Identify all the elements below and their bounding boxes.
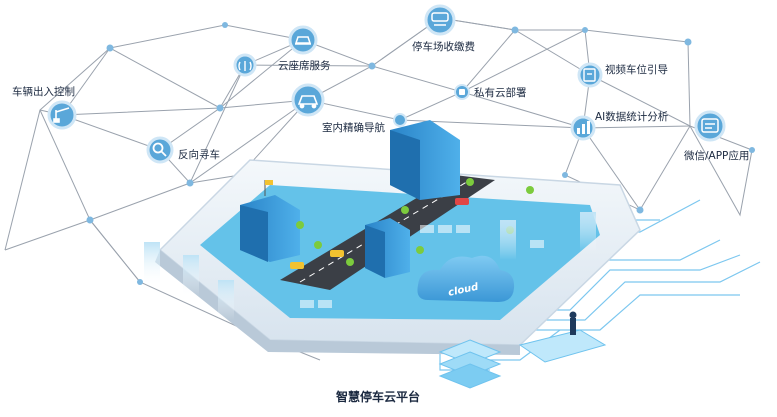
phone-user xyxy=(518,311,607,363)
diagram-title: 智慧停车云平台 xyxy=(335,389,420,404)
node-label: AI数据统计分析 xyxy=(595,110,669,123)
private-cloud-icon xyxy=(459,89,465,95)
node-vehicle: 车辆出入控制 xyxy=(12,85,77,130)
cloud-server: cloud xyxy=(417,255,607,389)
node-indoor: 室内精确导航 xyxy=(291,83,385,134)
network-junctions xyxy=(86,22,755,285)
node-video: 视频车位引导 xyxy=(577,62,668,88)
node-label: 视频车位引导 xyxy=(605,63,668,76)
node-label: 微信/APP应用 xyxy=(684,149,749,162)
node-payment: 停车场收缴费 xyxy=(412,4,475,53)
node-label: 车辆出入控制 xyxy=(12,85,75,98)
antenna-icon xyxy=(238,61,252,71)
barrier-gate-icon xyxy=(53,107,70,123)
car-service-icon xyxy=(294,36,312,45)
navigation-car-icon xyxy=(297,95,319,109)
bar-chart-icon xyxy=(577,121,590,134)
node-small xyxy=(393,113,407,127)
node-label: 室内精确导航 xyxy=(322,121,385,134)
search-icon xyxy=(152,142,167,157)
trees xyxy=(296,178,534,266)
node-antenna xyxy=(233,53,257,77)
node-label: 云座席服务 xyxy=(278,59,331,72)
node-wechat: 微信/APP应用 xyxy=(684,110,749,162)
node-label: 停车场收缴费 xyxy=(412,40,475,53)
node-ai: AI数据统计分析 xyxy=(570,110,669,141)
node-cloudseat: 云座席服务 xyxy=(278,25,331,72)
server-stack xyxy=(438,339,502,389)
node-label: 私有云部署 xyxy=(474,86,527,99)
node-private: 私有云部署 xyxy=(454,84,527,100)
node-search: 反向寻车 xyxy=(146,136,220,164)
light-pillars xyxy=(144,212,596,320)
node-label: 反向寻车 xyxy=(178,148,220,161)
payment-car-icon xyxy=(431,12,449,26)
cars xyxy=(290,198,469,269)
video-guide-icon xyxy=(583,68,596,82)
buildings xyxy=(240,120,460,278)
app-icon xyxy=(701,118,719,133)
